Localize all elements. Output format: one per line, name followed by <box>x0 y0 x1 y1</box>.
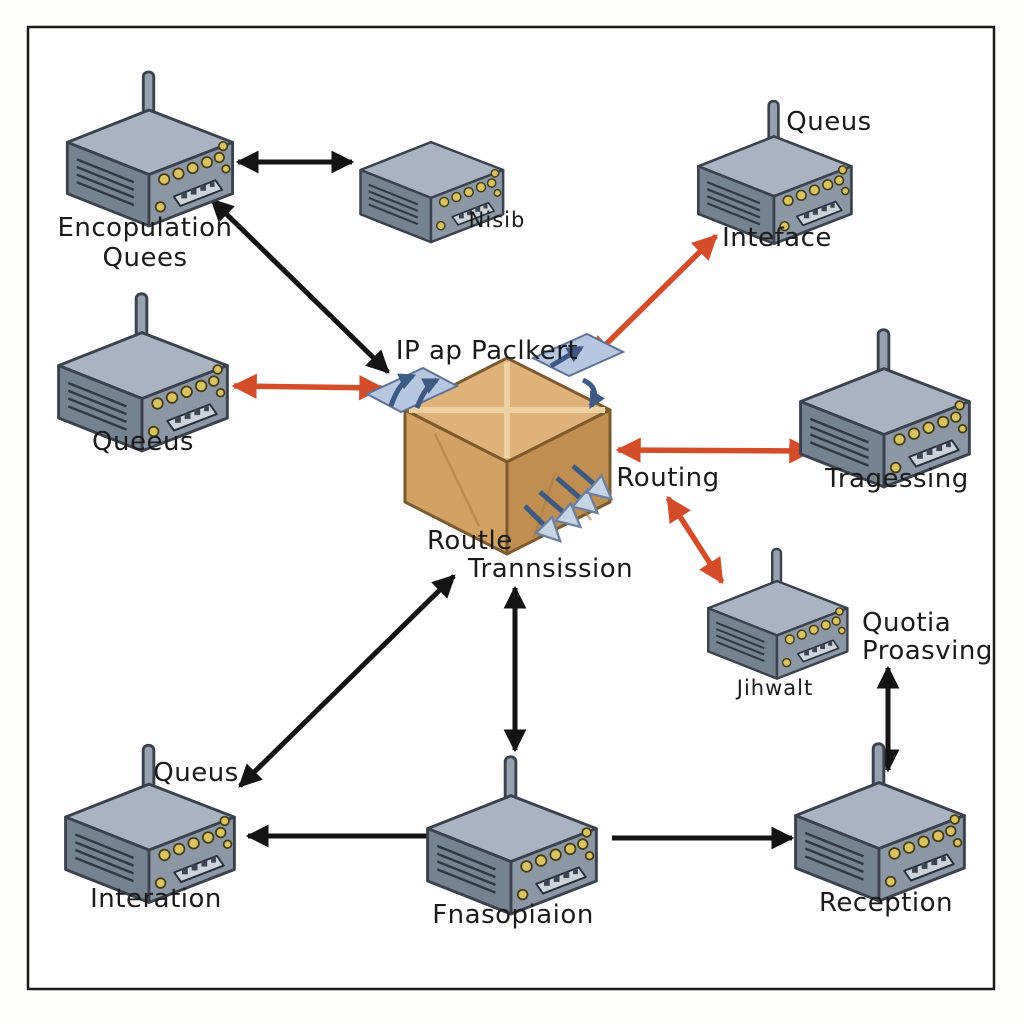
label-interation-queue: Queus <box>153 758 239 788</box>
label-queeus: Queeus <box>92 427 194 457</box>
label-packet-bottom-line1: Routle <box>427 526 513 556</box>
label-inteface-queue: Queus <box>786 107 872 137</box>
packet-box <box>364 332 626 556</box>
label-quotia-line1: Quotia <box>862 608 952 638</box>
packet-card-right-icon <box>530 332 626 409</box>
packet-card-left-icon <box>364 366 460 414</box>
label-routing: Routing <box>616 463 720 493</box>
arrow-packet-tragessing <box>615 437 815 464</box>
label-tragessing: Tragessing <box>825 464 969 494</box>
arrows-layer <box>210 150 900 850</box>
label-fnasopiaion: Fnasopiaion <box>432 900 594 930</box>
label-packet-bottom-line2: Trannsission <box>468 554 634 584</box>
arrow-packet-inteface <box>588 234 718 362</box>
label-jihwalt: Jihwalt <box>736 676 814 700</box>
label-packet-top: IP ap Paclkert <box>395 336 579 366</box>
arrow-packet-jihwalt <box>665 495 725 585</box>
label-reception: Reception <box>819 888 953 918</box>
label-nisib: Nisib <box>468 208 526 232</box>
label-inteface: Inteface <box>722 223 832 253</box>
box-fold-lines <box>409 362 605 458</box>
label-encopulation-line1: Encopulation <box>57 213 233 243</box>
label-quotia-line2: Proasving <box>862 636 993 666</box>
label-encopulation-line2: Quees <box>102 243 188 273</box>
packet-arrows-out-icon <box>523 464 608 538</box>
arrow-interation-packet <box>238 574 456 788</box>
arrow-encopulation-packet <box>210 198 390 374</box>
label-interation: Interation <box>90 884 222 914</box>
arrow-queeus-packet <box>231 373 385 401</box>
